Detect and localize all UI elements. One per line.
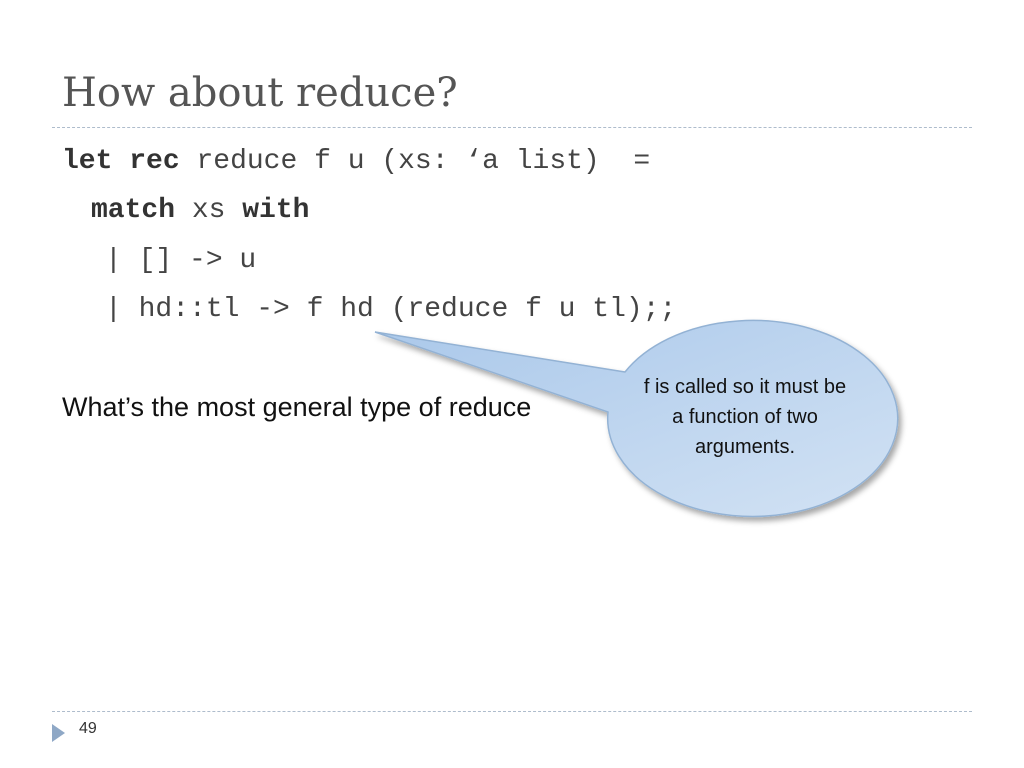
page-number: 49 (79, 720, 97, 737)
keyword-let: let (62, 146, 113, 177)
code-line-1-rest: reduce f u (xs: ‘a list) = (196, 146, 651, 177)
callout-text: f is called so it must be a function of … (643, 376, 847, 458)
keyword-with: with (242, 195, 310, 226)
question-text: What’s the most general type of reduce (62, 392, 532, 422)
title-divider (52, 127, 972, 128)
slide-title: How about reduce? (62, 70, 458, 116)
code-line-2-mid: xs (191, 195, 226, 226)
keyword-match: match (91, 195, 176, 226)
callout-shape (374, 319, 899, 518)
footer-divider (52, 711, 972, 712)
footer-triangle-icon (52, 724, 65, 742)
code-line-3: | [] -> u (105, 245, 257, 276)
code-line-2: match xs with (91, 194, 309, 228)
keyword-rec: rec (129, 146, 180, 177)
code-line-1: let rec reduce f u (xs: ‘a list) = (62, 145, 650, 179)
code-line-4: | hd::tl -> f hd (reduce f u tl);; (105, 294, 677, 325)
